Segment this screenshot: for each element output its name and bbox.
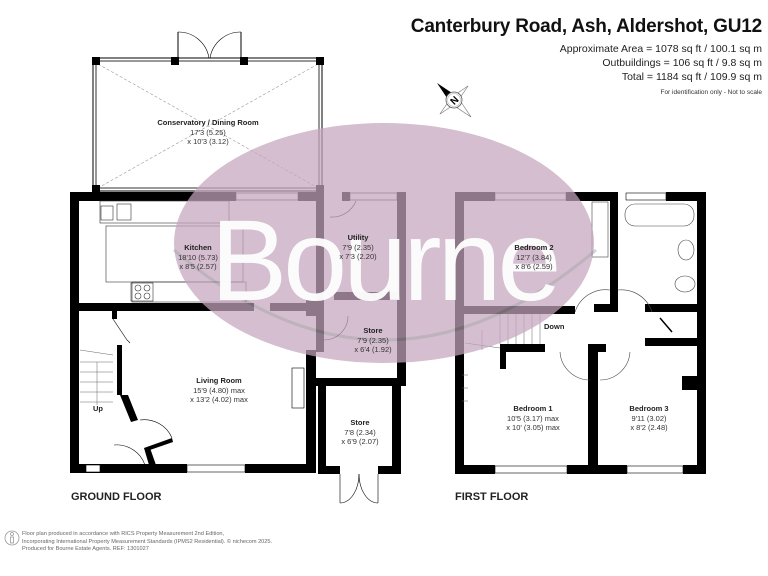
approximate-area: Approximate Area = 1078 sq ft / 100.1 sq… [559, 43, 762, 55]
room-kitchen: Kitchen 18'10 (5.73) x 8'5 (2.57) [178, 243, 218, 271]
compass-north-icon [437, 83, 472, 118]
outbuildings-area: Outbuildings = 106 sq ft / 9.8 sq m [602, 57, 762, 69]
ground-floor-label: GROUND FLOOR [71, 491, 162, 503]
footer-disclaimer: Floor plan produced in accordance with R… [22, 531, 273, 552]
stairs-up-label: Up [93, 404, 103, 413]
stairs-down-label: Down [544, 322, 565, 331]
watermark [173, 123, 597, 363]
total-area: Total = 1184 sq ft / 109.9 sq m [621, 71, 762, 83]
room-conservatory: Conservatory / Dining Room 17'3 (5.25) x… [157, 118, 259, 146]
room-store-2: Store 7'8 (2.34) x 6'9 (2.07) [341, 418, 379, 446]
room-bedroom-1: Bedroom 1 10'5 (3.17) max x 10' (3.05) m… [506, 404, 560, 432]
first-floor-label: FIRST FLOOR [455, 491, 529, 503]
info-person-icon [4, 530, 20, 546]
scale-note: For identification only - Not to scale [660, 89, 762, 96]
room-living-room: Living Room 15'9 (4.80) max x 13'2 (4.02… [190, 376, 248, 404]
room-utility: Utility 7'9 (2.35) x 7'3 (2.20) [339, 233, 377, 261]
room-bedroom-3: Bedroom 3 9'11 (3.02) x 8'2 (2.48) [629, 404, 669, 432]
svg-text:Bourne: Bourne [211, 197, 558, 325]
room-store-1: Store 7'9 (2.35) x 6'4 (1.92) [354, 326, 392, 354]
room-bedroom-2: Bedroom 2 12'7 (3.84) x 8'6 (2.59) [514, 243, 554, 271]
property-title: Canterbury Road, Ash, Aldershot, GU12 [410, 16, 762, 37]
